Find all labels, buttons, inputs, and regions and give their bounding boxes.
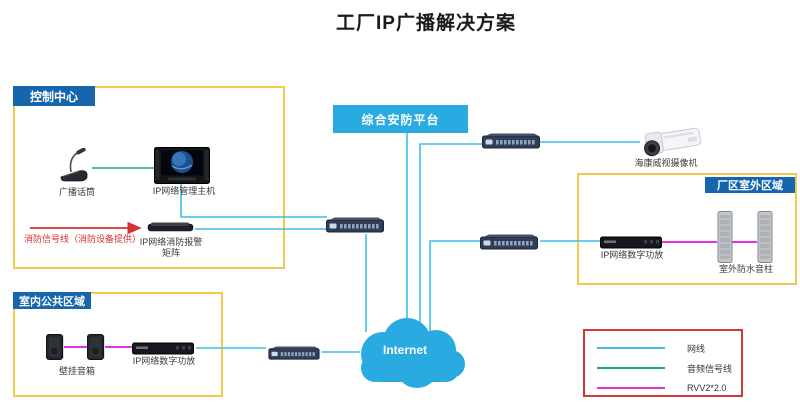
legend-row-audio: 音频信号线 xyxy=(597,358,741,378)
rvv-line-swatch xyxy=(597,387,665,389)
line-internet-to-outdoor-switch xyxy=(429,240,480,332)
network-switch-icon xyxy=(480,234,538,256)
outdoor-amp-icon xyxy=(600,236,662,254)
zone-indoor: 室内公共区域 xyxy=(13,292,223,397)
outdoor-amp-label: IP网络数字功放 xyxy=(600,250,664,260)
column-speaker-icon-svg xyxy=(717,211,733,263)
legend-label-rvv: RVV2*2.0 xyxy=(687,383,727,393)
column-speaker-icon xyxy=(717,211,733,268)
network-line-swatch xyxy=(597,347,665,349)
internet-cloud-icon-svg xyxy=(361,318,465,388)
microphone-icon-svg xyxy=(60,147,88,182)
legend-row-rvv: RVV2*2.0 xyxy=(597,378,741,398)
microphone-icon xyxy=(58,147,92,189)
fire-alarm-matrix-icon-svg xyxy=(147,222,194,232)
zone-control-center: 控制中心 xyxy=(13,86,285,269)
legend-row-network: 网线 xyxy=(597,338,741,358)
indoor-amp-icon xyxy=(132,342,194,360)
camera-icon-svg xyxy=(644,127,701,157)
wall-speaker-icon-svg xyxy=(46,334,64,360)
line-internet-to-camera-switch xyxy=(419,143,482,332)
internet-cloud-icon xyxy=(345,312,473,399)
microphone-label: 广播话筒 xyxy=(58,187,95,197)
fire-alarm-matrix-label: IP网络消防报警矩阵 xyxy=(139,237,203,259)
line-host-to-switch xyxy=(180,184,327,218)
zone-outdoor-header: 厂区室外区域 xyxy=(705,177,795,193)
amp-icon-svg xyxy=(600,236,662,249)
network-lines xyxy=(180,133,640,353)
camera-label: 海康威视摄像机 xyxy=(634,158,698,168)
network-switch-icon xyxy=(266,346,322,366)
network-switch-icon xyxy=(326,217,384,239)
column-speaker-icon xyxy=(757,211,773,268)
page-title: 工厂IP广播解决方案 xyxy=(336,13,516,34)
network-switch-icon-svg xyxy=(326,217,384,233)
security-platform-box: 综合安防平台 xyxy=(333,105,468,133)
management-host-icon-svg xyxy=(154,147,210,184)
column-speaker-label: 室外防水音柱 xyxy=(718,264,773,274)
indoor-amp-label: IP网络数字功放 xyxy=(132,356,196,366)
zone-outdoor: 厂区室外区域 xyxy=(577,173,797,285)
wall-speaker-icon xyxy=(46,334,65,365)
wall-speaker-icon xyxy=(87,334,106,365)
legend-label-audio: 音频信号线 xyxy=(687,363,733,374)
wall-speaker-label: 壁挂音箱 xyxy=(58,366,95,376)
legend-label-network: 网线 xyxy=(687,343,706,354)
audio-line-swatch xyxy=(597,367,665,369)
legend: 网线 音频信号线 RVV2*2.0 xyxy=(583,329,743,397)
network-switch-icon xyxy=(482,133,540,155)
zone-control-center-header: 控制中心 xyxy=(13,86,95,106)
zone-indoor-header: 室内公共区域 xyxy=(13,292,91,309)
management-host-label: IP网络管理主机 xyxy=(152,186,216,196)
fire-signal-note: 消防信号线（消防设备提供） xyxy=(24,234,142,244)
rvv-lines xyxy=(64,241,757,348)
management-host-icon xyxy=(154,147,210,189)
fire-alarm-matrix-icon xyxy=(147,220,195,238)
internet-label: Internet xyxy=(382,343,427,357)
camera-icon xyxy=(638,120,706,165)
